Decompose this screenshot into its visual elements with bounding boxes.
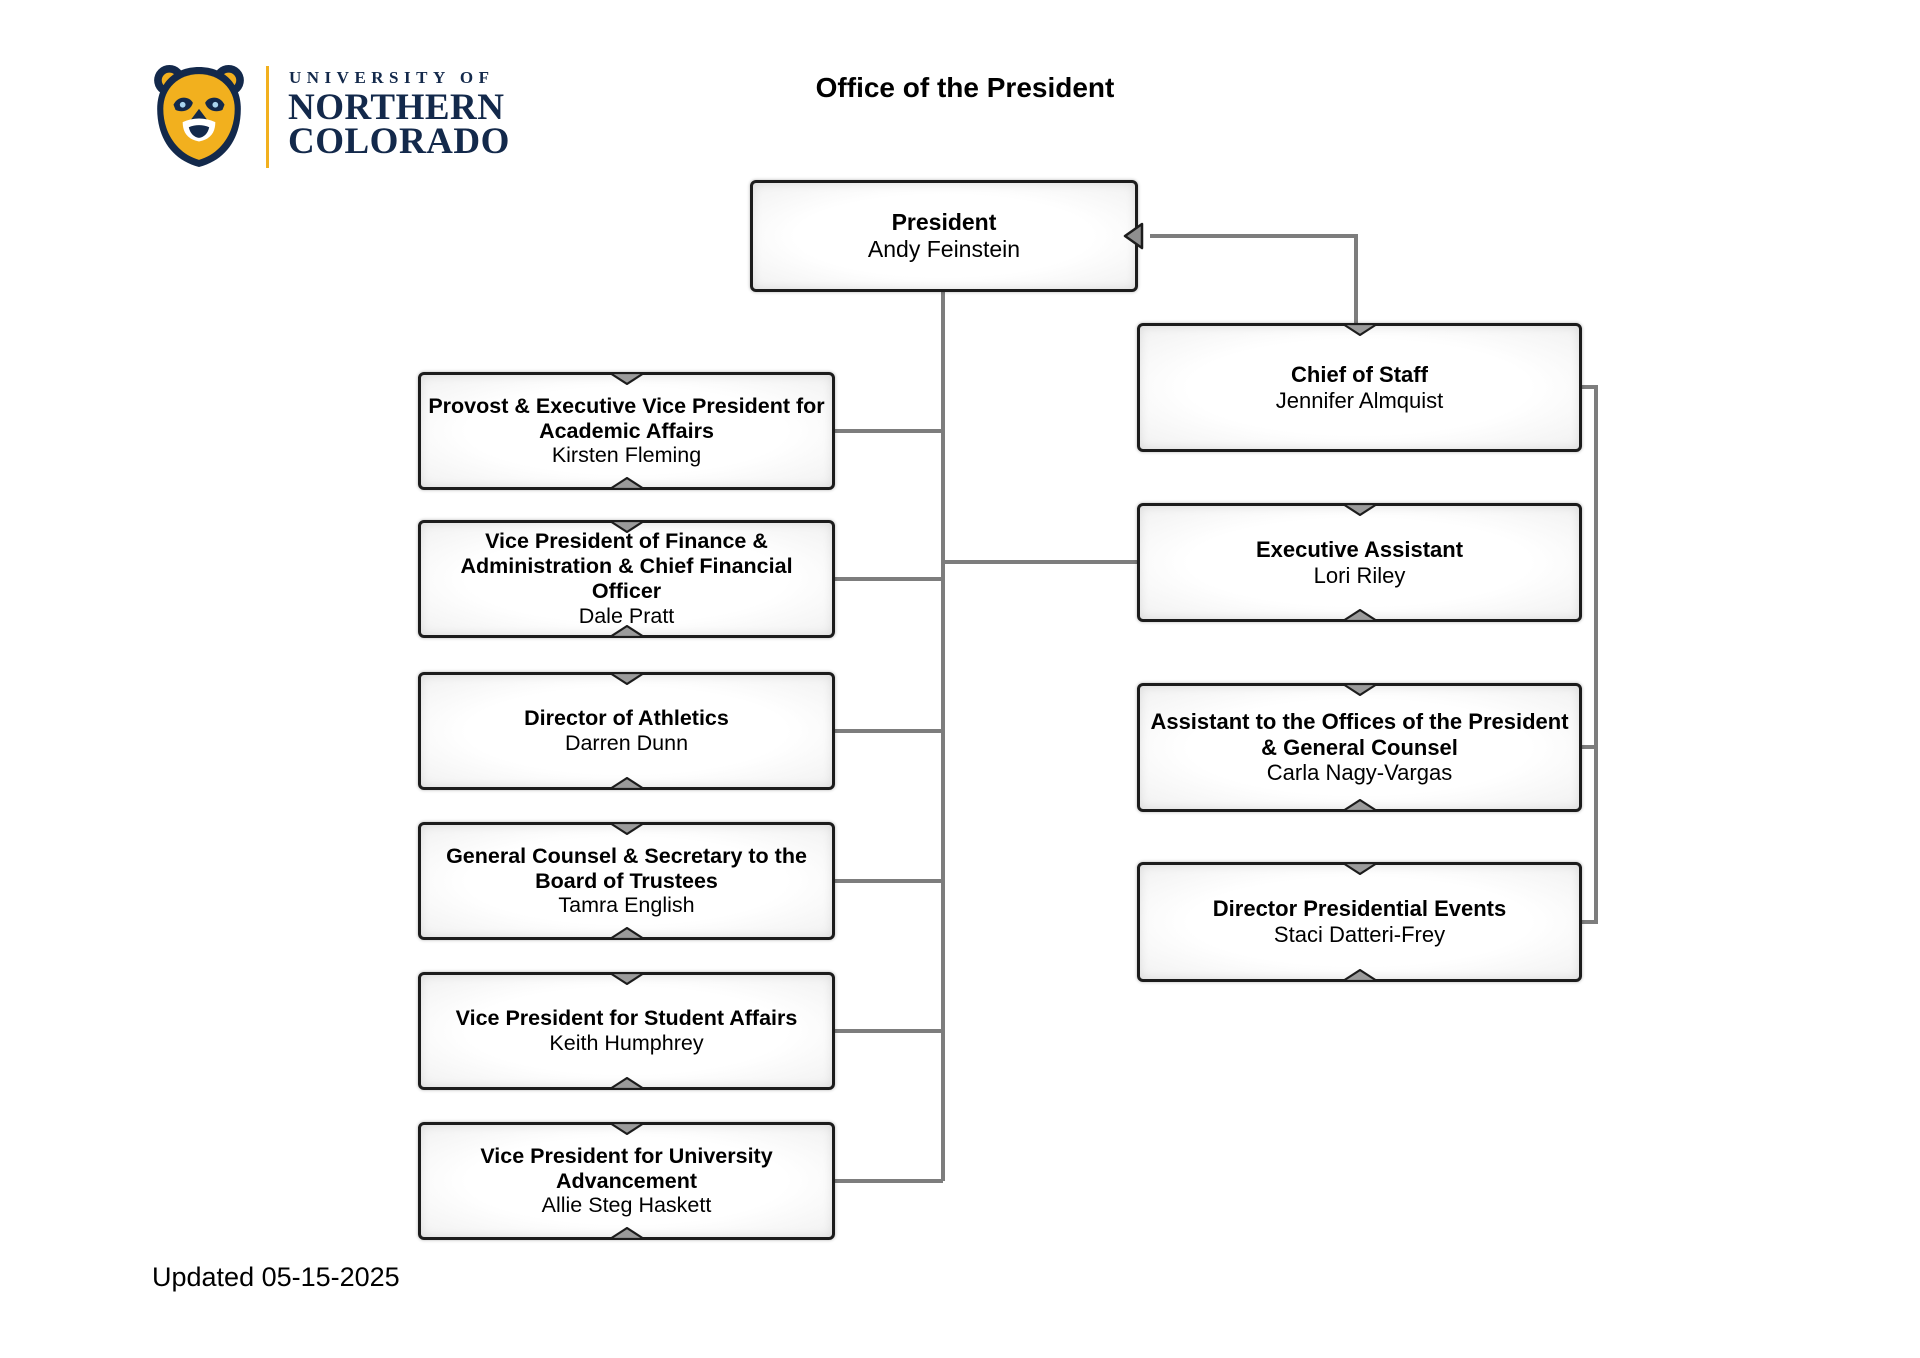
node-person-name: Carla Nagy-Vargas (1266, 760, 1453, 786)
node-president: President Andy Feinstein (750, 180, 1144, 292)
connector-branch-executive-assistant (941, 560, 1139, 564)
logo-wordmark: UNIVERSITY OF NORTHERN COLORADO (288, 68, 510, 163)
node-chief-of-staff: Chief of Staff Jennifer Almquist (1137, 323, 1582, 452)
node-person-name: Jennifer Almquist (1275, 387, 1444, 413)
chevron-up-icon (1341, 969, 1378, 982)
node-title: Provost & Executive Vice President for A… (428, 393, 825, 443)
chevron-down-icon (608, 372, 645, 385)
node-person-name: Keith Humphrey (549, 1031, 704, 1055)
node-person-name: Andy Feinstein (867, 236, 1021, 262)
logo-divider (266, 66, 269, 168)
unc-bear-icon (154, 65, 244, 167)
chevron-up-icon (1341, 609, 1378, 622)
node-title: Director of Athletics (524, 706, 729, 731)
node-title: Assistant to the Offices of the Presiden… (1150, 709, 1569, 760)
connector-president-trunk (941, 290, 945, 1181)
node-assistant-offices: Assistant to the Offices of the Presiden… (1137, 683, 1582, 812)
node-person-name: Tamra English (558, 893, 695, 918)
node-title: Executive Assistant (1255, 536, 1464, 562)
connector-stub-assistant-offices (1580, 745, 1598, 749)
chevron-down-icon (1341, 862, 1378, 875)
node-person-name: Allie Steg Haskett (541, 1193, 712, 1218)
node-title: Vice President for University Advancemen… (480, 1143, 773, 1193)
node-person-name: Darren Dunn (564, 731, 689, 755)
node-title: General Counsel & Secretary to the Board… (446, 843, 807, 893)
node-student-affairs: Vice President for Student Affairs Keith… (418, 972, 835, 1090)
node-title: Vice President of Finance & Administrati… (460, 529, 793, 603)
connector-branch-advancement (835, 1179, 943, 1183)
connector-stub-presidential-events (1580, 920, 1598, 924)
chevron-up-icon (608, 477, 645, 490)
connector-stub-chief-of-staff (1580, 385, 1598, 389)
node-person-name: Staci Datteri-Frey (1273, 922, 1446, 947)
connector-branch-student-affairs (835, 1029, 943, 1033)
node-presidential-events: Director Presidential Events Staci Datte… (1137, 862, 1582, 982)
node-executive-assistant: Executive Assistant Lori Riley (1137, 503, 1582, 622)
connector-branch-provost (835, 429, 943, 433)
chevron-down-icon (608, 1122, 645, 1135)
node-title: Director Presidential Events (1212, 896, 1507, 922)
connector-branch-finance (835, 577, 943, 581)
node-vp-finance: Vice President of Finance & Administrati… (418, 520, 835, 638)
chevron-up-icon (608, 1227, 645, 1240)
connector-president-chief-horizontal (1150, 234, 1358, 238)
node-title: President (891, 209, 997, 236)
chevron-down-icon (608, 672, 645, 685)
node-athletics: Director of Athletics Darren Dunn (418, 672, 835, 790)
node-person-name: Dale Pratt (578, 603, 675, 628)
logo-colorado: COLORADO (288, 121, 510, 163)
chevron-down-icon (608, 520, 645, 533)
node-person-name: Kirsten Fleming (551, 443, 702, 468)
chevron-down-icon (608, 822, 645, 835)
logo-university-of: UNIVERSITY OF (289, 68, 495, 87)
node-general-counsel: General Counsel & Secretary to the Board… (418, 822, 835, 940)
node-title: Chief of Staff (1291, 361, 1428, 387)
page-title: Office of the President (815, 72, 1115, 103)
node-university-advancement: Vice President for University Advancemen… (418, 1122, 835, 1240)
chevron-up-icon (608, 927, 645, 940)
arrow-left-icon (1123, 222, 1144, 250)
chevron-up-icon (1341, 799, 1378, 812)
chevron-down-icon (1341, 683, 1378, 696)
chevron-up-icon (608, 777, 645, 790)
node-title: Vice President for Student Affairs (455, 1006, 798, 1031)
chevron-up-icon (608, 625, 645, 638)
chevron-down-icon (1341, 323, 1378, 336)
connector-president-chief-vertical (1354, 234, 1358, 325)
chevron-down-icon (1341, 503, 1378, 516)
connector-branch-counsel (835, 879, 943, 883)
logo-northern: NORTHERN (288, 87, 505, 128)
node-person-name: Lori Riley (1313, 562, 1406, 588)
chevron-down-icon (608, 972, 645, 985)
updated-date: Updated 05-15-2025 (152, 1262, 400, 1292)
chevron-up-icon (608, 1077, 645, 1090)
connector-right-rail (1594, 385, 1598, 924)
node-provost: Provost & Executive Vice President for A… (418, 372, 835, 490)
connector-branch-athletics (835, 729, 943, 733)
